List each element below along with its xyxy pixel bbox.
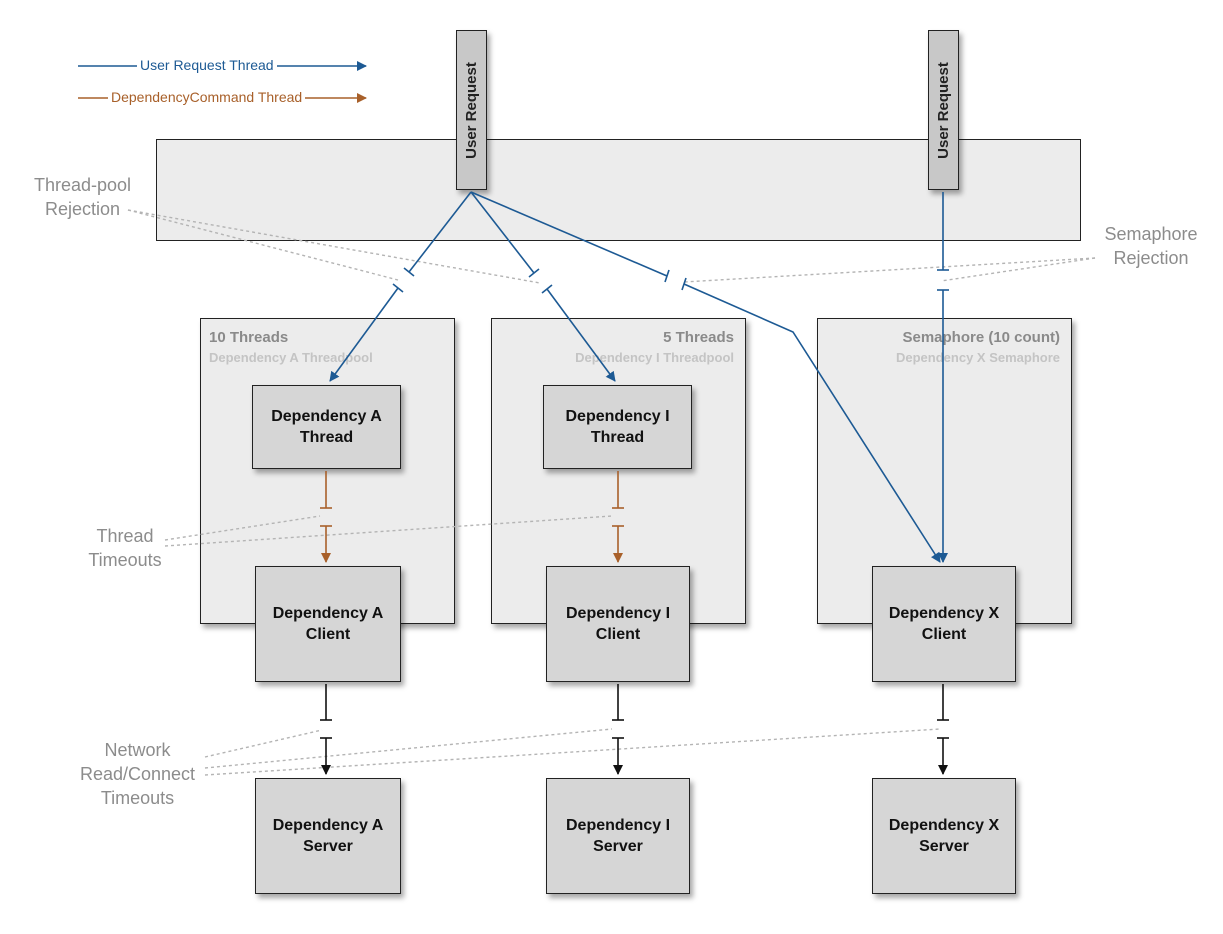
network-timeouts-line-a (204, 729, 323, 758)
thread-timeouts-line-a (164, 515, 321, 541)
user-to-client-x-end (683, 283, 941, 563)
dependency-i-server-line1: Dependency I (565, 817, 671, 834)
dependency-a-client-line1: Dependency A (272, 605, 384, 622)
user-to-client-x-start (470, 191, 668, 277)
rejection-tick-x-1 (664, 269, 670, 283)
dependency-a-server-line1: Dependency A (272, 817, 384, 834)
dependency-x-server-box: Dependency X Server (872, 778, 1016, 894)
thread-timeouts-line2: Timeouts (88, 550, 162, 570)
dependency-i-server-line2: Server (593, 838, 643, 855)
semaphore-x-subtitle: Dependency X Semaphore (896, 350, 1060, 365)
dependency-i-thread-box: Dependency I Thread (543, 385, 692, 469)
threadpool-rejection-line2: Rejection (44, 199, 121, 219)
dependency-x-client-line2: Client (921, 626, 967, 643)
dependency-a-thread-line2: Thread (299, 429, 354, 446)
user-request-box-1: User Request (456, 30, 487, 190)
network-timeouts-line2: Read/Connect (79, 764, 196, 784)
dependency-a-thread-line1: Dependency A (271, 408, 382, 425)
dependency-x-client-line1: Dependency X (888, 605, 1000, 622)
network-timeouts-line-i (204, 728, 613, 769)
dependency-a-thread-box: Dependency A Thread (252, 385, 401, 469)
network-timeouts-line3: Timeouts (100, 788, 175, 808)
legend-user-thread-label: User Request Thread (137, 57, 277, 73)
threadpool-rejection-line1: Thread-pool (33, 175, 132, 195)
dependency-i-thread-line2: Thread (590, 429, 645, 446)
dependency-a-client-box: Dependency A Client (255, 566, 401, 682)
legend-dependency-thread-label: DependencyCommand Thread (108, 89, 306, 105)
threadpool-i-subtitle: Dependency I Threadpool (575, 350, 734, 365)
semaphore-rejection-line1: Semaphore (1104, 224, 1198, 244)
dependency-a-server-line2: Server (303, 838, 353, 855)
network-timeouts-line1: Network (104, 740, 171, 760)
dependency-i-client-box: Dependency I Client (546, 566, 690, 682)
application-frame (156, 139, 1081, 241)
dependency-x-client-box: Dependency X Client (872, 566, 1016, 682)
semaphore-rejection-line-x (940, 257, 1096, 282)
user-to-thread-i-start (470, 191, 535, 274)
thread-timeouts-line-i (164, 515, 613, 547)
rejection-tick-i-1 (528, 268, 540, 278)
semaphore-rejection-note: Semaphore Rejection (1087, 222, 1215, 270)
thread-timeouts-note: Thread Timeouts (70, 524, 180, 572)
thread-timeouts-line1: Thread (96, 526, 154, 546)
semaphore-x-title: Semaphore (10 count) (902, 329, 1060, 346)
user-to-thread-i-end (546, 288, 616, 382)
dependency-x-server-line1: Dependency X (888, 817, 1000, 834)
user-request-box-2: User Request (928, 30, 959, 190)
dependency-x-server-line2: Server (919, 838, 969, 855)
dependency-i-server-box: Dependency I Server (546, 778, 690, 894)
network-timeouts-note: Network Read/Connect Timeouts (65, 738, 210, 810)
dependency-i-thread-line1: Dependency I (565, 408, 670, 425)
user-to-thread-a-start (408, 191, 472, 273)
threadpool-rejection-note: Thread-pool Rejection (10, 173, 155, 221)
dependency-i-client-line2: Client (595, 626, 641, 643)
user-to-thread-a-end (329, 287, 399, 382)
rejection-tick-a-1 (403, 267, 415, 277)
threadpool-a-title: 10 Threads (209, 329, 289, 346)
dependency-a-client-line2: Client (305, 626, 351, 643)
dependency-a-server-box: Dependency A Server (255, 778, 401, 894)
semaphore-rejection-line2: Rejection (1113, 248, 1189, 268)
semaphore-rejection-line-main (683, 257, 1096, 283)
threadpool-a-subtitle: Dependency A Threadpool (209, 350, 373, 365)
threadpool-rejection-line-a (127, 209, 399, 281)
dependency-i-client-line1: Dependency I (565, 605, 671, 622)
threadpool-i-title: 5 Threads (663, 329, 734, 346)
threadpool-rejection-line-i (127, 209, 541, 284)
